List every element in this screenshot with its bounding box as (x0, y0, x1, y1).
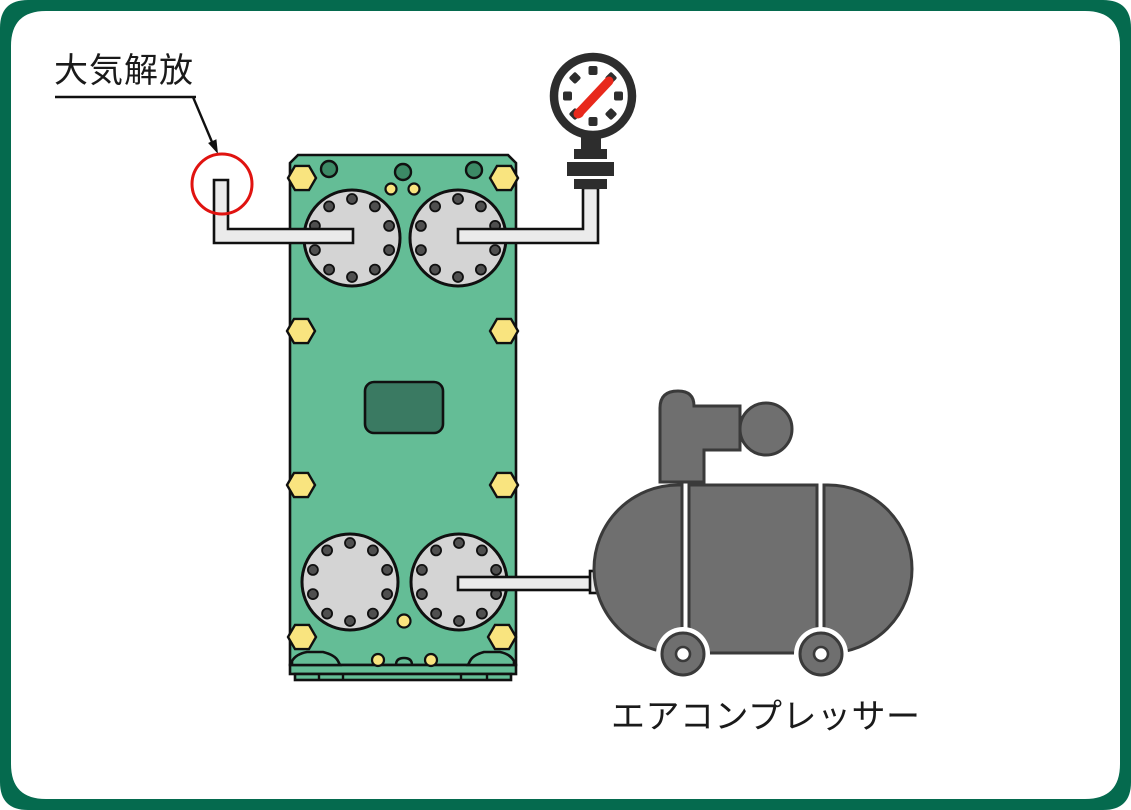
atmospheric-release-label: 大気解放 (54, 51, 194, 91)
gauge-needle (573, 76, 614, 119)
wheel-right (794, 627, 848, 681)
port-dot (319, 159, 339, 179)
heat-exchanger (285, 153, 520, 682)
small-bolt (370, 652, 386, 668)
hex-bolt (286, 164, 318, 192)
hex-bolt (285, 317, 317, 345)
name-plate (363, 380, 445, 435)
leader-arrowhead (208, 139, 218, 154)
tank-left-cap (592, 483, 684, 655)
piping (212, 178, 602, 595)
hex-bolt (285, 471, 317, 499)
hex-bolt (488, 164, 520, 192)
wheel-left (656, 627, 710, 681)
pressure-gauge-icon (549, 52, 637, 189)
compressor-motor (658, 389, 742, 484)
heat-exchanger-base-pads (293, 672, 513, 682)
hex-bolt (286, 623, 318, 651)
highlight-circle (190, 152, 254, 216)
foot-left (290, 650, 343, 667)
small-bolt (407, 182, 421, 196)
air-compressor (592, 389, 914, 681)
compressor-pipe (456, 575, 600, 592)
tank-middle (687, 483, 819, 655)
tank-right-cap (822, 483, 914, 655)
vent-pipe (212, 178, 355, 245)
small-bolt (384, 182, 398, 196)
atmospheric-release-annotation (55, 95, 254, 216)
foot-right (465, 650, 516, 667)
hex-bolt (486, 623, 518, 651)
flange-bottom-left (300, 532, 400, 632)
port-dot (464, 160, 484, 180)
leader-line (191, 96, 214, 143)
hex-bolt (488, 317, 520, 345)
small-bolt (423, 652, 439, 668)
air-compressor-label: エアコンプレッサー (611, 697, 921, 737)
hex-bolt (488, 471, 520, 499)
small-bolt (396, 613, 412, 629)
port-dot (393, 162, 413, 182)
heat-exchanger-base (288, 663, 518, 676)
compressor-pulley (738, 401, 794, 457)
